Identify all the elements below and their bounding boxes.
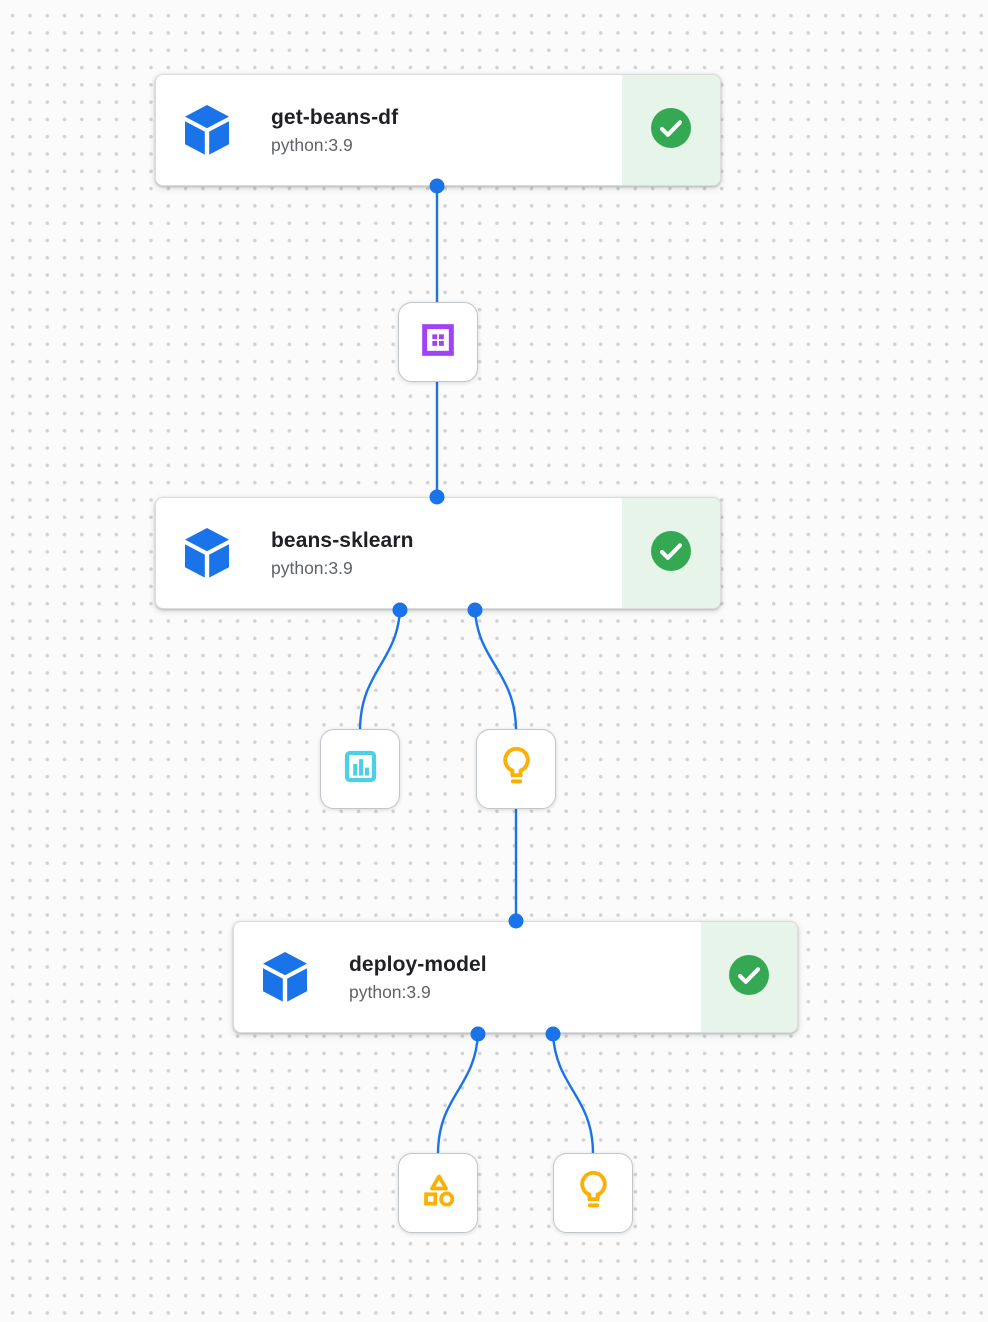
- check-circle-icon: [651, 530, 691, 576]
- node-subtitle: python:3.9: [271, 557, 353, 578]
- shapes-icon: [418, 1170, 459, 1216]
- component-cube-icon: [261, 951, 309, 1004]
- status-panel: [622, 498, 720, 608]
- component-cube-icon: [183, 104, 231, 157]
- task-node-get-beans-df[interactable]: get-beans-df python:3.9: [155, 74, 721, 186]
- component-cube-icon: [183, 527, 231, 580]
- status-panel: [622, 75, 720, 185]
- edge-beanssklearn-to-model: [473, 609, 518, 732]
- check-circle-icon: [729, 954, 769, 1000]
- node-title: beans-sklearn: [271, 528, 414, 552]
- model-lightbulb-icon: [496, 746, 537, 792]
- node-title: get-beans-df: [271, 105, 399, 129]
- metrics-icon: [341, 747, 380, 791]
- task-node-deploy-model[interactable]: deploy-model python:3.9: [233, 921, 798, 1033]
- edge-beanssklearn-to-metrics: [358, 609, 402, 732]
- edge-deploymodel-to-model2: [551, 1033, 595, 1155]
- node-subtitle: python:3.9: [271, 134, 353, 155]
- dataset-icon: [418, 320, 458, 365]
- node-title: deploy-model: [349, 952, 487, 976]
- artifact-card-dataset[interactable]: [398, 302, 478, 382]
- model-lightbulb-icon: [573, 1170, 614, 1216]
- artifact-card-artifact[interactable]: [398, 1153, 478, 1233]
- status-panel: [701, 922, 797, 1032]
- task-node-beans-sklearn[interactable]: beans-sklearn python:3.9: [155, 497, 721, 609]
- check-circle-icon: [651, 107, 691, 153]
- artifact-card-model[interactable]: [476, 729, 556, 809]
- edge-deploymodel-to-artifact: [436, 1033, 480, 1155]
- node-subtitle: python:3.9: [349, 981, 431, 1002]
- artifact-card-model[interactable]: [553, 1153, 633, 1233]
- artifact-card-metrics[interactable]: [320, 729, 400, 809]
